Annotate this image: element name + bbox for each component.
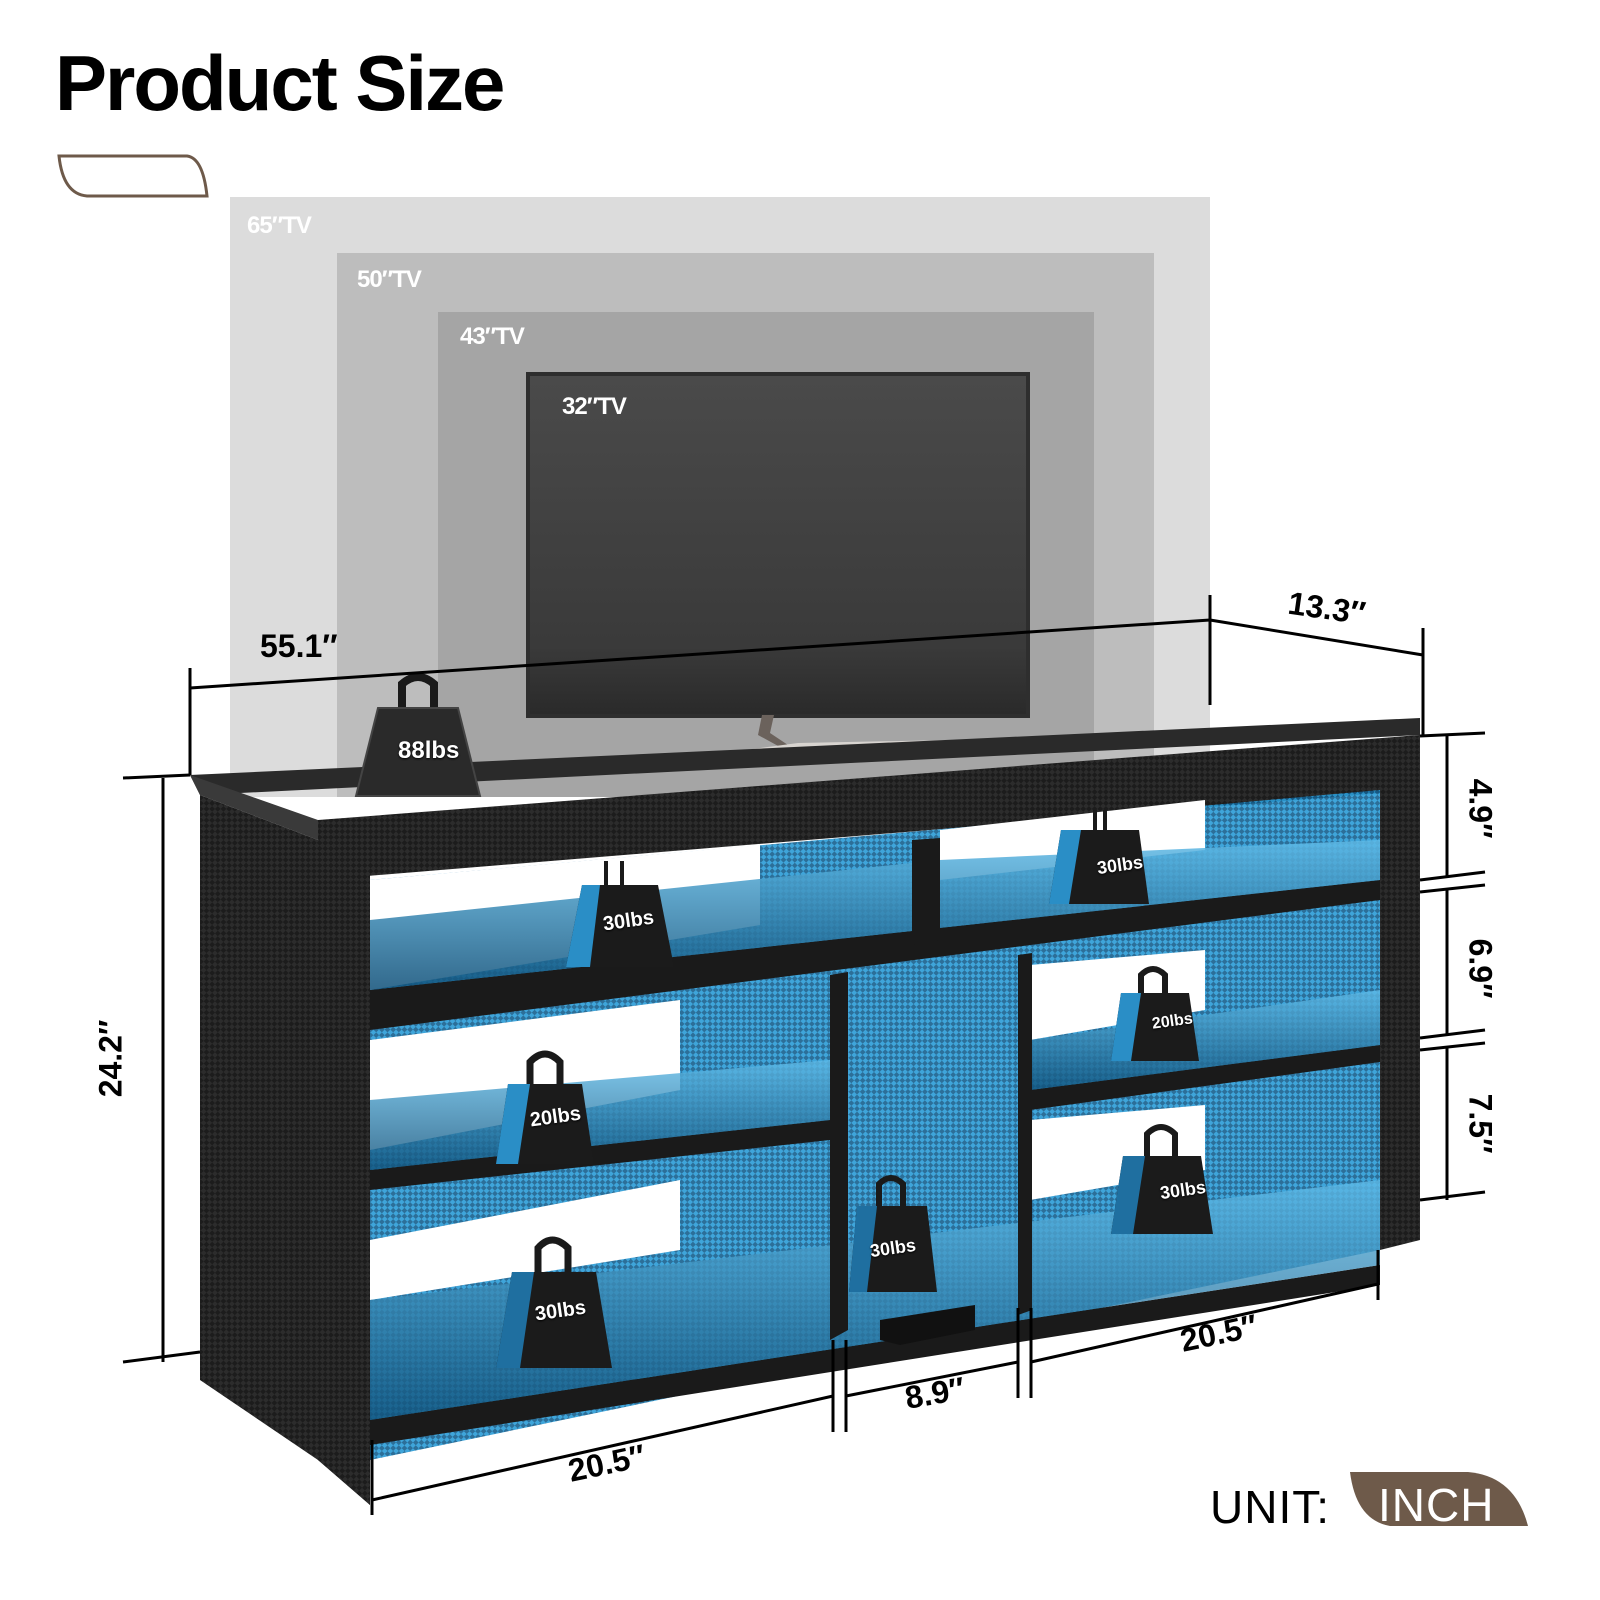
page-title: Product Size	[55, 39, 505, 127]
weight-icon-bottom-center	[849, 1175, 937, 1292]
weight-icon-upper-left	[566, 861, 674, 967]
weight-icon-bottom-left	[496, 1236, 612, 1368]
decorative-tab-shape	[57, 154, 209, 198]
dimension-width: 55.1″	[260, 628, 338, 664]
tv-50-label: 50″TV	[357, 266, 422, 293]
dimension-bottom-gap: 7.5″	[1462, 1093, 1499, 1154]
weight-icon-upper-right	[1049, 810, 1149, 904]
tv-65-label: 65″TV	[247, 212, 312, 239]
dimension-top-gap: 4.9″	[1462, 778, 1499, 839]
unit-value: INCH	[1378, 1479, 1495, 1531]
tv-32-label: 32″TV	[562, 393, 627, 420]
weight-icon-bottom-right	[1111, 1124, 1213, 1234]
weight-icon-mid-left	[496, 1050, 594, 1164]
weight-label-top: 88lbs	[398, 737, 460, 764]
dimension-mid-gap: 6.9″	[1462, 938, 1499, 999]
tv-43-label: 43″TV	[460, 323, 525, 350]
unit-badge-shape	[1350, 1472, 1528, 1526]
weight-icon-mid-right	[1111, 966, 1199, 1061]
weight-icon-top	[354, 673, 482, 797]
unit-label: UNIT:	[1210, 1481, 1330, 1533]
dimension-height: 24.2″	[92, 1019, 129, 1098]
